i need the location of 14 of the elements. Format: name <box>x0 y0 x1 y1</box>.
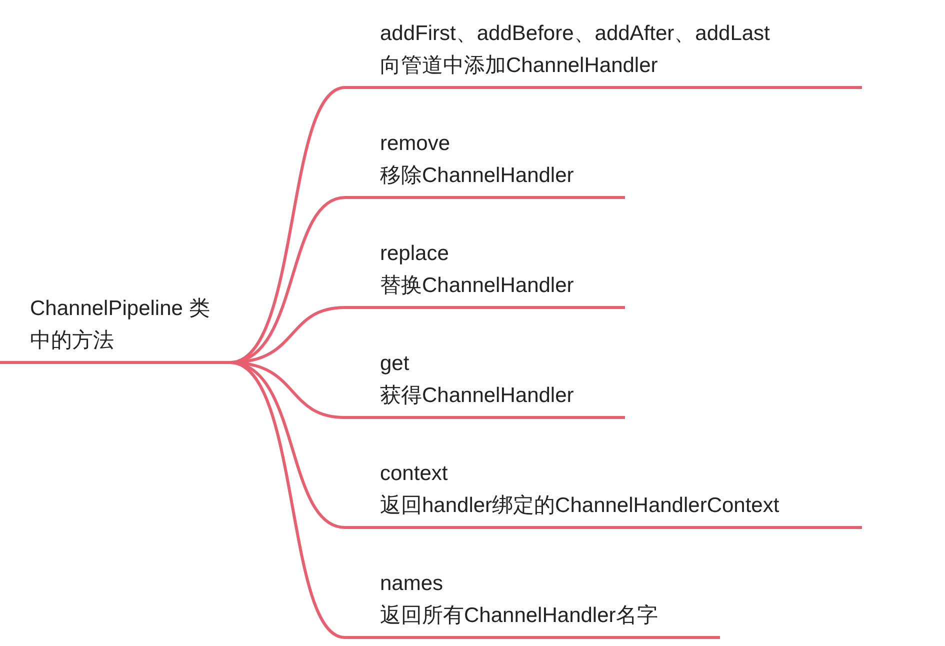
branch-curve <box>230 361 346 639</box>
method-description: 获得ChannelHandler <box>380 383 575 409</box>
method-description: 返回所有ChannelHandler名字 <box>380 603 659 629</box>
method-description: 向管道中添加ChannelHandler <box>380 53 659 79</box>
method-description: 返回handler绑定的ChannelHandlerContext <box>380 493 780 519</box>
method-name: names <box>380 571 444 597</box>
method-description: 替换ChannelHandler <box>380 273 575 299</box>
method-name: replace <box>380 241 450 267</box>
topic-label: ChannelPipeline 类中的方法 <box>30 296 211 354</box>
method-name: context <box>380 461 449 487</box>
method-description: 移除ChannelHandler <box>380 163 575 189</box>
method-name: addFirst、addBefore、addAfter、addLast <box>380 21 771 47</box>
method-name: remove <box>380 131 452 157</box>
method-name: get <box>380 351 410 377</box>
